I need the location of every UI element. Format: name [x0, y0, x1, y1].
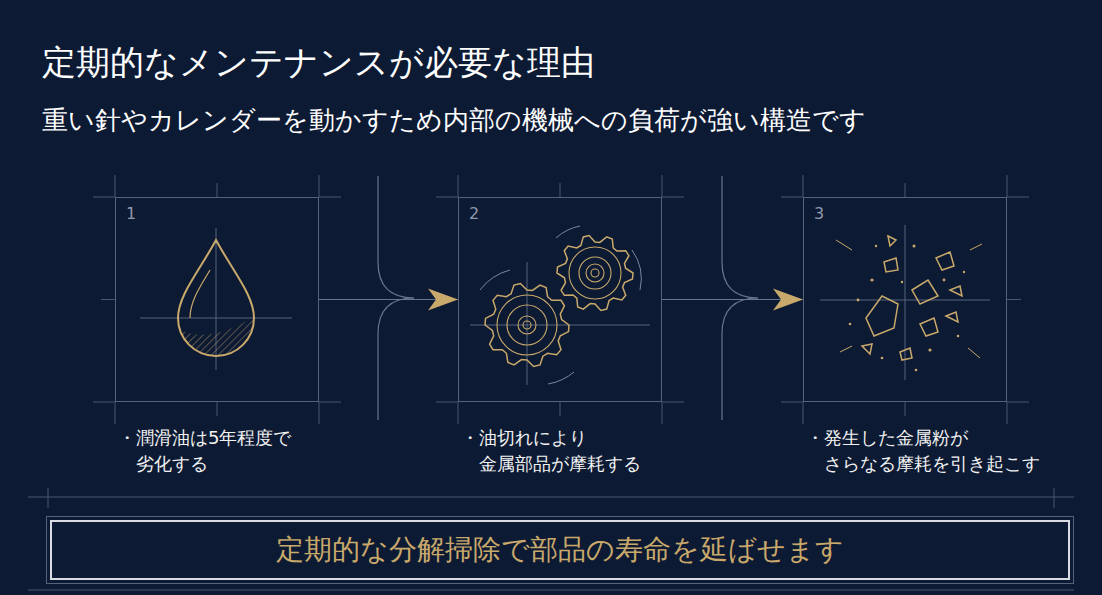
title: 定期的なメンテナンスが必要な理由	[42, 40, 595, 86]
crop-mark	[662, 402, 663, 424]
crop-mark	[1007, 175, 1008, 197]
oil-drop-icon	[140, 228, 292, 370]
gear-ring	[523, 321, 531, 329]
crop-mark	[458, 175, 459, 197]
arrow-head	[773, 289, 803, 311]
gear-ring	[569, 247, 621, 299]
crop-mark	[217, 402, 218, 416]
crop-mark	[560, 183, 561, 197]
gear-ring	[497, 295, 557, 355]
gear-outline	[485, 284, 569, 367]
banner-text: 定期的な分解掃除で部品の寿命を延ばせます	[276, 531, 844, 569]
step-caption: ・油切れにより 金属部品が摩耗する	[461, 425, 711, 477]
arrow-head	[428, 289, 458, 311]
gear-ring	[586, 264, 604, 282]
crop-mark	[319, 175, 320, 197]
crop-mark	[662, 197, 684, 198]
gear-ring	[591, 269, 599, 277]
crop-mark	[319, 402, 341, 403]
gear-ring	[579, 257, 611, 289]
crop-mark	[1007, 299, 1021, 300]
gear-outline	[557, 236, 633, 311]
step-number: 1	[126, 204, 136, 223]
subtitle: 重い針やカレンダーを動かすため内部の機械への負荷が強い構造です	[42, 103, 866, 138]
flow-arrow	[319, 289, 458, 311]
step-panel: 2・油切れにより 金属部品が摩耗する	[458, 197, 662, 402]
crop-mark	[905, 402, 906, 416]
gear-ring	[518, 316, 536, 334]
crop-mark	[781, 197, 803, 198]
crop-mark	[115, 175, 116, 197]
metal-fragments-icon	[820, 225, 990, 380]
crop-mark	[1007, 197, 1029, 198]
crop-mark	[662, 175, 663, 197]
step-number: 2	[469, 204, 479, 223]
crop-mark	[905, 183, 906, 197]
gears-icon	[470, 226, 650, 385]
flow-arrow	[662, 289, 803, 311]
gear-ring	[507, 305, 547, 345]
flow-curves	[378, 176, 758, 420]
crop-mark	[436, 197, 458, 198]
banner-rules	[28, 488, 1074, 590]
crop-mark	[319, 197, 341, 198]
step-panel: 3・発生した金属粉が さらなる摩耗を引き起こす	[803, 197, 1007, 402]
crop-mark	[1007, 402, 1008, 424]
step-panel: 1・潤滑油は5年程度で 劣化する	[115, 197, 319, 402]
crop-mark	[781, 402, 803, 403]
crop-marks	[93, 175, 1029, 424]
crop-mark	[115, 402, 116, 424]
crop-mark	[93, 402, 115, 403]
crop-mark	[436, 402, 458, 403]
crop-mark	[458, 402, 459, 424]
crop-mark	[93, 197, 115, 198]
step-caption: ・発生した金属粉が さらなる摩耗を引き起こす	[806, 425, 1056, 477]
step-caption: ・潤滑油は5年程度で 劣化する	[118, 425, 368, 477]
crop-mark	[803, 175, 804, 197]
crop-mark	[803, 402, 804, 424]
crop-mark	[217, 183, 218, 197]
crop-mark	[662, 402, 684, 403]
arrow-line	[662, 299, 785, 300]
arrow-line	[319, 299, 440, 300]
conclusion-banner: 定期的な分解掃除で部品の寿命を延ばせます	[50, 520, 1070, 580]
crop-mark	[319, 402, 320, 424]
crop-mark	[101, 299, 115, 300]
crop-mark	[1007, 402, 1029, 403]
crop-mark	[560, 402, 561, 416]
step-number: 3	[814, 204, 824, 223]
